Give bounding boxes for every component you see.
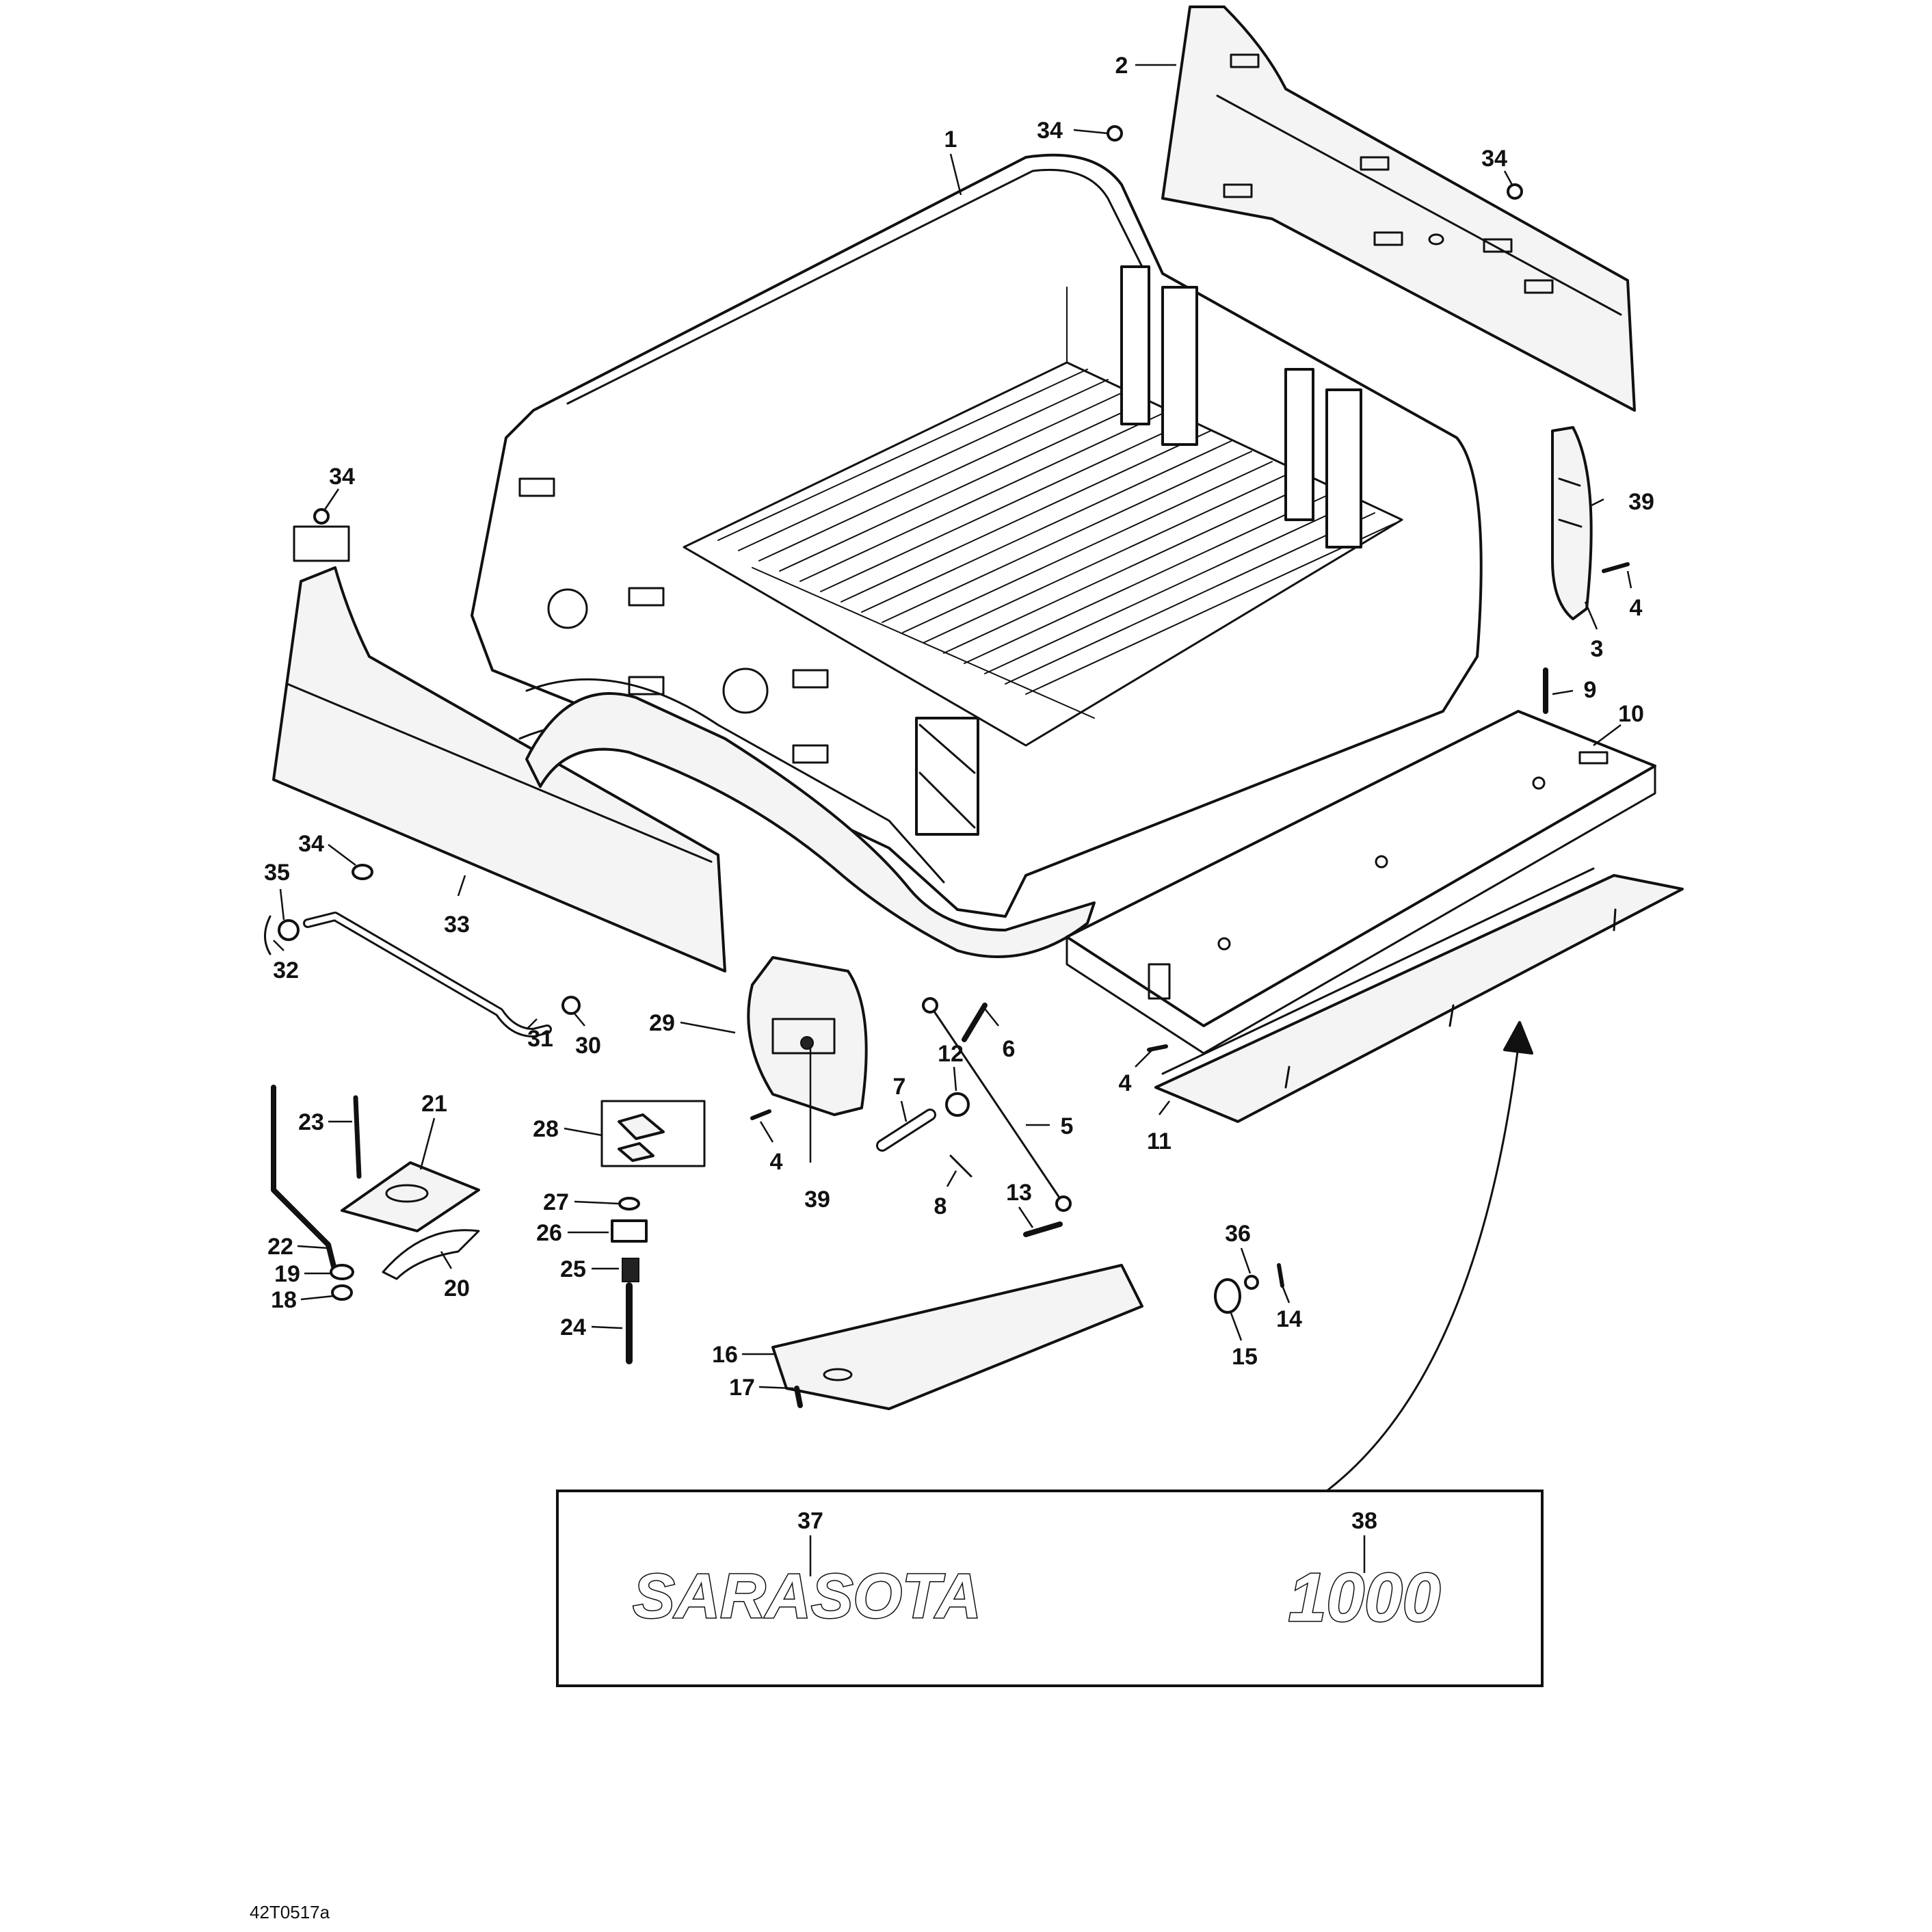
callout-12: 12 [938,1041,964,1067]
callout-39a: 39 [1628,489,1654,515]
callout-28: 28 [533,1116,559,1142]
callout-23: 23 [298,1109,324,1135]
callout-37: 37 [797,1508,823,1534]
callout-27: 27 [543,1189,569,1215]
left-side-panel [272,525,726,972]
callout-5: 5 [1061,1113,1074,1139]
callout-9: 9 [1584,677,1597,703]
cargo-floor-ribs [717,287,1396,719]
callout-11: 11 [1147,1128,1172,1154]
callout-13: 13 [1006,1180,1032,1206]
cargo-box [471,153,1483,918]
callout-24: 24 [560,1314,586,1340]
callout-18: 18 [271,1287,297,1313]
callout-19: 19 [274,1261,300,1287]
callout-38: 38 [1351,1508,1377,1534]
callout-31: 31 [527,1026,553,1052]
callout-7: 7 [893,1074,906,1100]
reference-code: 42T0517a [250,1902,330,1922]
callout-3: 3 [1591,636,1604,662]
callout-25: 25 [560,1256,586,1282]
callout-33: 33 [444,912,470,938]
callout-4a: 4 [1630,595,1643,621]
callout-4b: 4 [1119,1070,1132,1096]
tailgate-panel [1154,867,1684,1123]
rear-panel [1161,5,1636,412]
decal-location-arrow [1325,1045,1520,1492]
callout-34a: 34 [1037,118,1063,144]
callout-34b: 34 [1481,146,1507,172]
callout-32: 32 [273,957,299,983]
callouts: 1 2 3 4 4 4 5 6 7 8 9 10 11 12 13 14 15 [264,53,1654,1401]
callout-6: 6 [1003,1036,1016,1062]
callout-26: 26 [536,1220,562,1246]
callout-29: 29 [649,1010,675,1036]
right-corner-cap [1551,426,1593,620]
callout-1: 1 [944,127,957,153]
callout-2: 2 [1115,53,1128,79]
release-rod [303,912,552,1037]
callout-36: 36 [1225,1221,1251,1247]
callout-8: 8 [934,1193,947,1219]
callout-30: 30 [575,1033,601,1059]
callout-17: 17 [729,1375,755,1401]
fender-flare [525,692,1096,958]
decal-box: SARASOTA 1000 37 38 [556,1490,1544,1687]
callout-10: 10 [1618,701,1644,727]
callout-39b: 39 [804,1187,830,1213]
hardware [264,125,1630,1410]
decal-arrow-head [1503,1021,1533,1055]
callout-14: 14 [1276,1306,1302,1332]
callout-20: 20 [444,1275,470,1301]
left-corner-cap [747,956,868,1116]
1000-decal: 1000 [1288,1559,1440,1636]
sarasota-decal: SARASOTA [633,1561,981,1631]
callout-22: 22 [267,1234,293,1260]
callout-21: 21 [421,1091,447,1117]
callout-35: 35 [264,860,290,886]
callout-34c: 34 [329,464,355,490]
callout-34d: 34 [298,831,324,857]
release-rod-inner [305,913,550,1036]
callout-16: 16 [712,1342,738,1368]
callout-15: 15 [1232,1344,1258,1370]
callout-4c: 4 [770,1149,783,1175]
